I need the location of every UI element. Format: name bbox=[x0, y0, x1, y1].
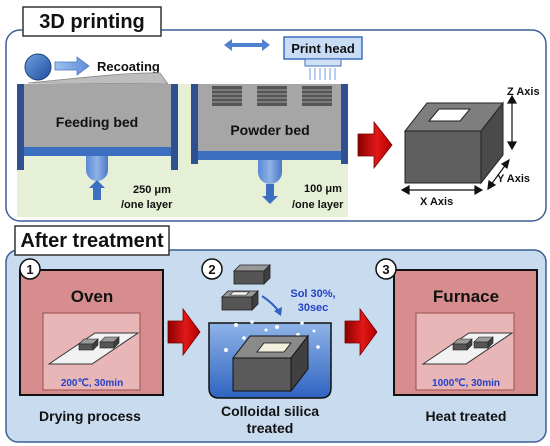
recoating-roller bbox=[24, 53, 52, 81]
feeding-bed-platform bbox=[24, 147, 171, 156]
feeding-bed-piston bbox=[86, 156, 108, 181]
silica-caption-line2: treated bbox=[247, 420, 294, 436]
printed-part-cube bbox=[403, 101, 505, 185]
recoating-arrow bbox=[54, 56, 90, 76]
printed-layers bbox=[212, 86, 332, 106]
silica-caption-line1: Colloidal silica bbox=[221, 403, 319, 419]
silica-sample-second bbox=[221, 290, 259, 311]
furnace-samples bbox=[452, 336, 494, 351]
treatment-panel: After treatment Oven 200℃, 30min 1 Dryin… bbox=[5, 225, 547, 443]
step-arrow-1 bbox=[167, 307, 201, 357]
powder-bed-platform bbox=[198, 151, 341, 160]
step-3-badge bbox=[375, 258, 397, 280]
furnace-step: Furnace 1000℃, 30min 3 Heat treated bbox=[375, 258, 538, 424]
oven-step: Oven 200℃, 30min 1 Drying process bbox=[19, 258, 164, 424]
silica-condition-line1: Sol 30%, bbox=[290, 288, 335, 300]
head-motion-arrow bbox=[224, 39, 270, 51]
feed-layer-unit: /one layer bbox=[121, 199, 173, 211]
oven-title: Oven bbox=[71, 287, 114, 306]
powder-bed-wall-left bbox=[191, 84, 198, 164]
binder-jets bbox=[309, 68, 336, 80]
powder-bed-label: Powder bed bbox=[230, 122, 309, 138]
feeding-bed-wall-right bbox=[171, 84, 178, 170]
printing-panel: 3D printing Recoating Print head Feeding… bbox=[5, 6, 547, 222]
print-head-label: Print head bbox=[291, 41, 355, 56]
silica-step: 2 Sol 30%, 30sec bbox=[201, 258, 336, 436]
oven-condition: 200℃, 30min bbox=[61, 378, 123, 389]
powder-bed-piston bbox=[258, 160, 282, 184]
furnace-condition: 1000℃, 30min bbox=[432, 378, 500, 389]
step-2-number: 2 bbox=[208, 262, 215, 277]
feed-layer-value: 250 μm bbox=[133, 184, 171, 196]
furnace-caption: Heat treated bbox=[426, 408, 507, 424]
silica-sample-top bbox=[233, 264, 271, 285]
print-to-part-arrow bbox=[357, 120, 393, 170]
x-axis-label: X Axis bbox=[420, 196, 453, 208]
feeding-bed-up-arrow bbox=[89, 180, 105, 200]
printing-title-box bbox=[22, 6, 162, 37]
z-axis-label: Z Axis bbox=[507, 86, 540, 98]
step-arrow-2 bbox=[344, 307, 378, 357]
step-1-badge bbox=[19, 258, 41, 280]
step-3-number: 3 bbox=[382, 262, 389, 277]
treatment-title: After treatment bbox=[20, 230, 164, 252]
powder-bed-wall-right bbox=[341, 84, 348, 164]
step-2-badge bbox=[201, 258, 223, 280]
feeding-bed-wall-left bbox=[17, 84, 24, 170]
silica-condition-line2: 30sec bbox=[298, 302, 329, 314]
feeding-bed-powder bbox=[24, 84, 171, 147]
recoating-label: Recoating bbox=[97, 59, 160, 74]
powder-layer-unit: /one layer bbox=[292, 199, 344, 211]
step-1-number: 1 bbox=[26, 262, 33, 277]
y-axis-label: Y Axis bbox=[497, 173, 530, 185]
axis-indicators bbox=[400, 94, 518, 196]
furnace-title: Furnace bbox=[433, 287, 499, 306]
immersed-sample bbox=[231, 334, 310, 393]
powder-layer-value: 100 μm bbox=[304, 183, 342, 195]
dip-arrow-head bbox=[274, 307, 282, 316]
oven-samples bbox=[78, 336, 120, 351]
powder-heap bbox=[27, 72, 169, 85]
oven-caption: Drying process bbox=[39, 408, 141, 424]
print-head-nozzle bbox=[304, 58, 342, 67]
feeding-bed-label: Feeding bed bbox=[56, 114, 138, 130]
treatment-title-box bbox=[14, 225, 170, 256]
powder-bed-down-arrow bbox=[262, 184, 278, 204]
printing-title: 3D printing bbox=[39, 11, 145, 33]
